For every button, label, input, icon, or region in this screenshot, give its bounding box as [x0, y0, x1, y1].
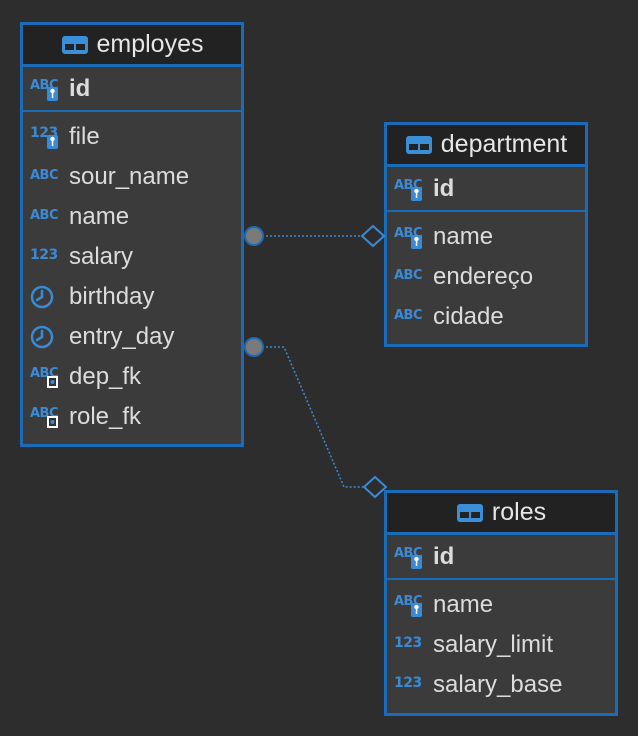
column-name: id	[69, 74, 91, 102]
column-row[interactable]: 123 salary_limit	[387, 625, 615, 665]
column-name: sour_name	[69, 163, 190, 190]
column-row[interactable]: ABC cidade	[387, 297, 585, 337]
num-key-icon: 123	[29, 124, 65, 150]
column-row[interactable]: ABC name	[387, 585, 615, 625]
abc-key-icon: ABC	[393, 592, 429, 618]
column-name: dep_fk	[69, 363, 142, 390]
column-row[interactable]: ABC dep_fk	[23, 357, 241, 397]
column-row[interactable]: ABC sour_name	[23, 157, 241, 197]
column-name: role_fk	[69, 403, 142, 430]
column-name: cidade	[433, 303, 504, 330]
pk-row[interactable]: ABC id	[387, 535, 615, 580]
column-row[interactable]: ABC name	[387, 217, 585, 257]
table-icon	[456, 503, 483, 522]
column-name: file	[69, 123, 100, 150]
abc-key-icon: ABC	[29, 76, 65, 102]
diamond-end-icon	[360, 224, 386, 248]
table-header[interactable]: roles	[387, 493, 615, 535]
svg-text:ABC: ABC	[394, 308, 422, 323]
table-header[interactable]: department	[387, 125, 585, 167]
column-row[interactable]: ABC endereço	[387, 257, 585, 297]
clock-icon	[29, 284, 65, 310]
abc-key-icon: ABC	[393, 224, 429, 250]
abc-type-icon: ABC	[393, 264, 429, 290]
column-name: name	[433, 591, 494, 618]
table-title: department	[440, 130, 568, 158]
table-employes[interactable]: employes ABC id 123 file ABC sour_name AB…	[20, 22, 244, 447]
column-name: salary_base	[433, 671, 563, 698]
diamond-end-icon	[362, 475, 388, 499]
num-type-icon: 123	[393, 632, 429, 658]
table-roles[interactable]: roles ABC id ABC name 123 salary_limit 12…	[384, 490, 618, 716]
column-name: birthday	[69, 283, 155, 310]
table-icon	[61, 35, 88, 54]
svg-text:123: 123	[394, 675, 422, 691]
column-name: salary	[69, 243, 134, 270]
column-row[interactable]: ABC role_fk	[23, 397, 241, 437]
column-row[interactable]: birthday	[23, 277, 241, 317]
num-type-icon: 123	[29, 244, 65, 270]
abc-type-icon: ABC	[29, 164, 65, 190]
abc-key-icon: ABC	[393, 544, 429, 570]
abc-key-icon: ABC	[393, 176, 429, 202]
abc-fk-icon: ABC	[29, 364, 65, 390]
relation-employes-department[interactable]	[244, 224, 386, 248]
column-name: endereço	[433, 263, 534, 290]
table-title: employes	[96, 30, 204, 58]
relation-employes-roles[interactable]	[244, 337, 388, 499]
column-name: entry_day	[69, 323, 175, 350]
num-type-icon: 123	[393, 672, 429, 698]
pk-row[interactable]: ABC id	[387, 167, 585, 212]
column-name: salary_limit	[433, 631, 554, 658]
column-name: id	[433, 174, 455, 202]
column-row[interactable]: ABC name	[23, 197, 241, 237]
svg-text:ABC: ABC	[30, 208, 58, 223]
column-name: name	[433, 223, 494, 250]
abc-fk-icon: ABC	[29, 404, 65, 430]
table-header[interactable]: employes	[23, 25, 241, 67]
svg-text:123: 123	[394, 635, 422, 651]
svg-text:123: 123	[30, 247, 58, 263]
column-name: id	[433, 542, 455, 570]
abc-type-icon: ABC	[393, 304, 429, 330]
connector-dot	[244, 226, 264, 246]
columns-list: ABC name 123 salary_limit 123 salary_base	[387, 580, 615, 705]
column-row[interactable]: 123 salary	[23, 237, 241, 277]
column-row[interactable]: 123 file	[23, 117, 241, 157]
svg-text:ABC: ABC	[30, 168, 58, 183]
pk-row[interactable]: ABC id	[23, 67, 241, 112]
table-title: roles	[491, 498, 547, 526]
clock-icon	[29, 324, 65, 350]
abc-type-icon: ABC	[29, 204, 65, 230]
table-icon	[405, 135, 432, 154]
column-row[interactable]: entry_day	[23, 317, 241, 357]
connector-dot	[244, 337, 264, 357]
svg-text:ABC: ABC	[394, 268, 422, 283]
column-row[interactable]: 123 salary_base	[387, 665, 615, 705]
column-name: name	[69, 203, 130, 230]
